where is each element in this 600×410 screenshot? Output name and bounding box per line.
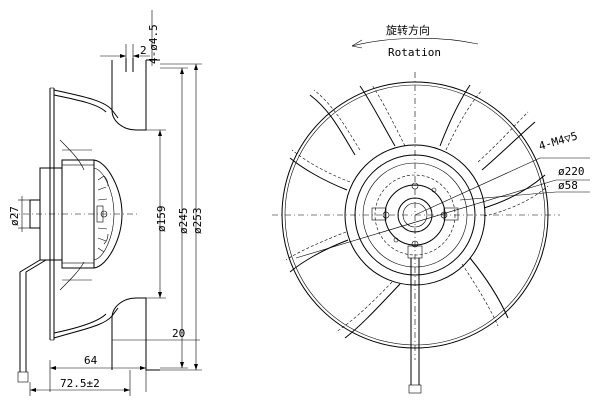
dim-outer: ø253 bbox=[191, 208, 204, 235]
dim-72-5: 72.5±2 bbox=[60, 377, 100, 390]
callout-d220: ø220 bbox=[558, 165, 585, 178]
dim-hub: ø159 bbox=[155, 206, 168, 233]
rotation-arrow-icon bbox=[351, 37, 479, 47]
dim-inner: ø245 bbox=[177, 208, 190, 235]
callout-thread: 4-M4▽5 bbox=[537, 129, 579, 152]
rotation-label-en: Rotation bbox=[388, 46, 441, 59]
dim-64: 64 bbox=[84, 354, 98, 367]
callout-d58: ø58 bbox=[558, 179, 578, 192]
dim-hole: 4-ø4.5 bbox=[147, 24, 160, 64]
dim-flange: 2 bbox=[140, 44, 147, 57]
rotation-label-cn: 旋转方向 bbox=[386, 23, 430, 37]
dim-shaft: ø27 bbox=[8, 206, 21, 226]
impeller-blades bbox=[285, 84, 549, 339]
side-view bbox=[10, 10, 202, 396]
dim-20: 20 bbox=[172, 327, 185, 340]
front-view bbox=[272, 37, 590, 394]
